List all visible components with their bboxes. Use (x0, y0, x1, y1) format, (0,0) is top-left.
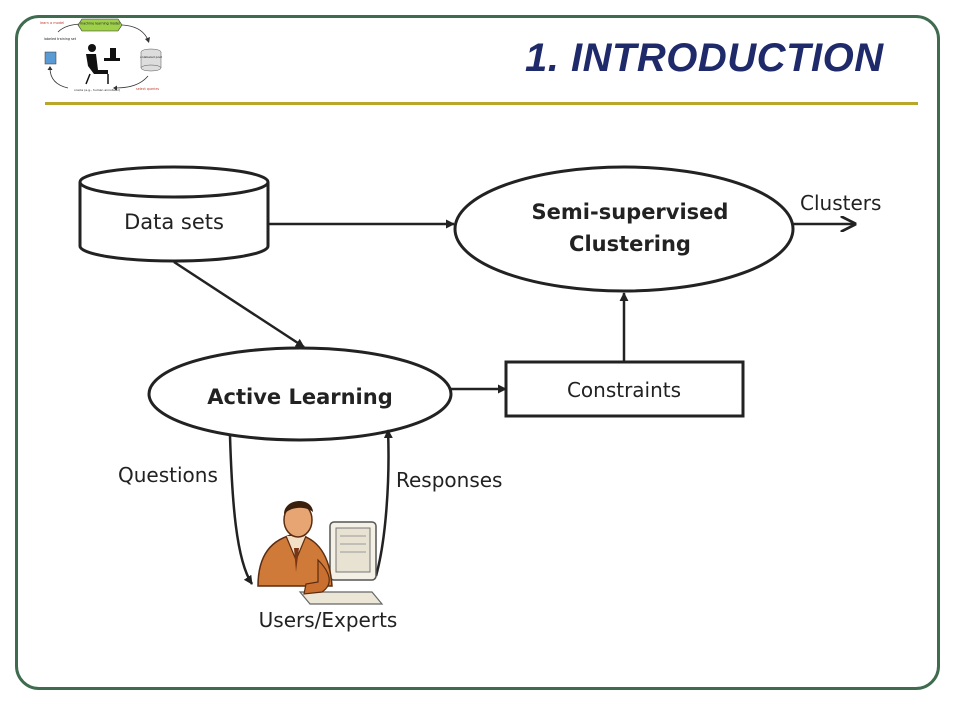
constraints-label: Constraints (567, 378, 681, 402)
edge-responses (374, 429, 393, 577)
logo-query-label: select queries (136, 87, 159, 91)
active-learning-label: Active Learning (207, 385, 392, 409)
slide-frame (15, 15, 940, 690)
semi-supervised-label-line2: Clustering (569, 232, 691, 256)
semi-supervised-label-line1: Semi-supervised (532, 200, 729, 224)
active-learning-node (147, 346, 453, 442)
logo-labeled-label: labeled training set (44, 37, 77, 41)
datasets-cylinder (78, 165, 270, 263)
logo-unlabeled-pool-icon (140, 48, 162, 72)
logo-model-label: machine learning model (80, 22, 120, 26)
title-underline (45, 102, 918, 105)
active-learning-cycle-logo: learn a model machine learning model lab… (40, 18, 162, 92)
clusters-label: Clusters (800, 191, 881, 215)
datasets-label: Data sets (124, 210, 224, 234)
slide-title: 1. INTRODUCTION (525, 36, 884, 80)
logo-learn-label: learn a model (40, 21, 64, 25)
semi-supervised-clustering-node (453, 165, 795, 293)
edge-questions (228, 435, 254, 585)
logo-oracle-label: oracle (e.g., human annotator) (74, 88, 120, 92)
user-at-computer-icon (257, 500, 384, 605)
logo-oracle-person-icon (85, 44, 120, 85)
questions-label: Questions (118, 463, 218, 487)
responses-label: Responses (396, 468, 502, 492)
edge-datasets-to-active-learning (173, 260, 305, 349)
logo-model-box (77, 18, 123, 32)
logo-labeled-set-icon (44, 51, 57, 65)
users-experts-label: Users/Experts (259, 608, 398, 632)
logo-unlabeled-label: unlabeled pool (140, 55, 162, 59)
